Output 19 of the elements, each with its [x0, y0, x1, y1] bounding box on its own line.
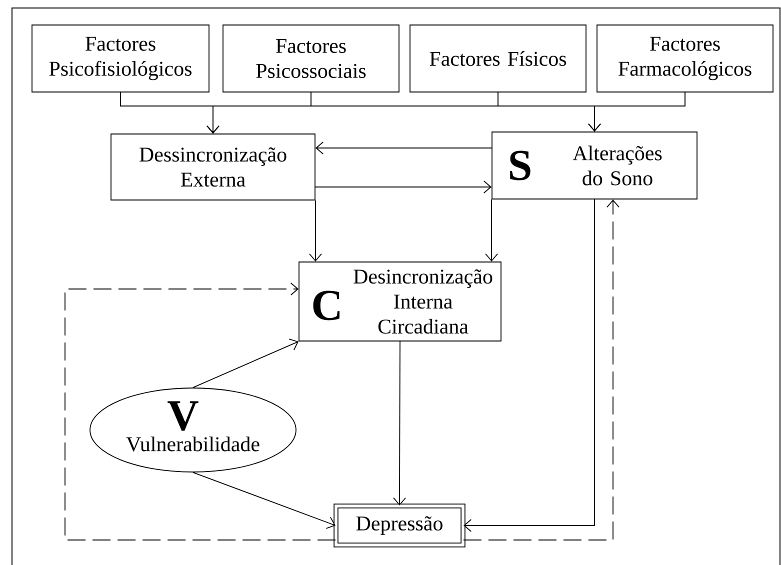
- process-box: C Desincronização Interna Circadiana: [298, 262, 502, 342]
- arrow: [309, 200, 322, 262]
- process-box: Factores Psicofisiológicos: [32, 24, 210, 92]
- arrow: [588, 92, 686, 132]
- arrow: [64, 282, 336, 540]
- process-box: S Alterações do Sono: [492, 132, 698, 200]
- arrow: [192, 338, 299, 388]
- process-box: Factores Psicossociais: [222, 24, 400, 92]
- arrow: [315, 142, 492, 154]
- arrow: [315, 180, 492, 194]
- outcome-box: Depressão: [334, 504, 466, 548]
- arrow: [192, 472, 336, 529]
- arrow: [463, 199, 595, 532]
- arrow: [393, 341, 406, 506]
- process-box: Dessincronização Externa: [110, 134, 316, 200]
- process-box: Factores Farmacológicos: [596, 24, 774, 92]
- process-box: Factores Físicos: [410, 24, 586, 92]
- arrow: [485, 199, 498, 262]
- arrow: [463, 199, 620, 540]
